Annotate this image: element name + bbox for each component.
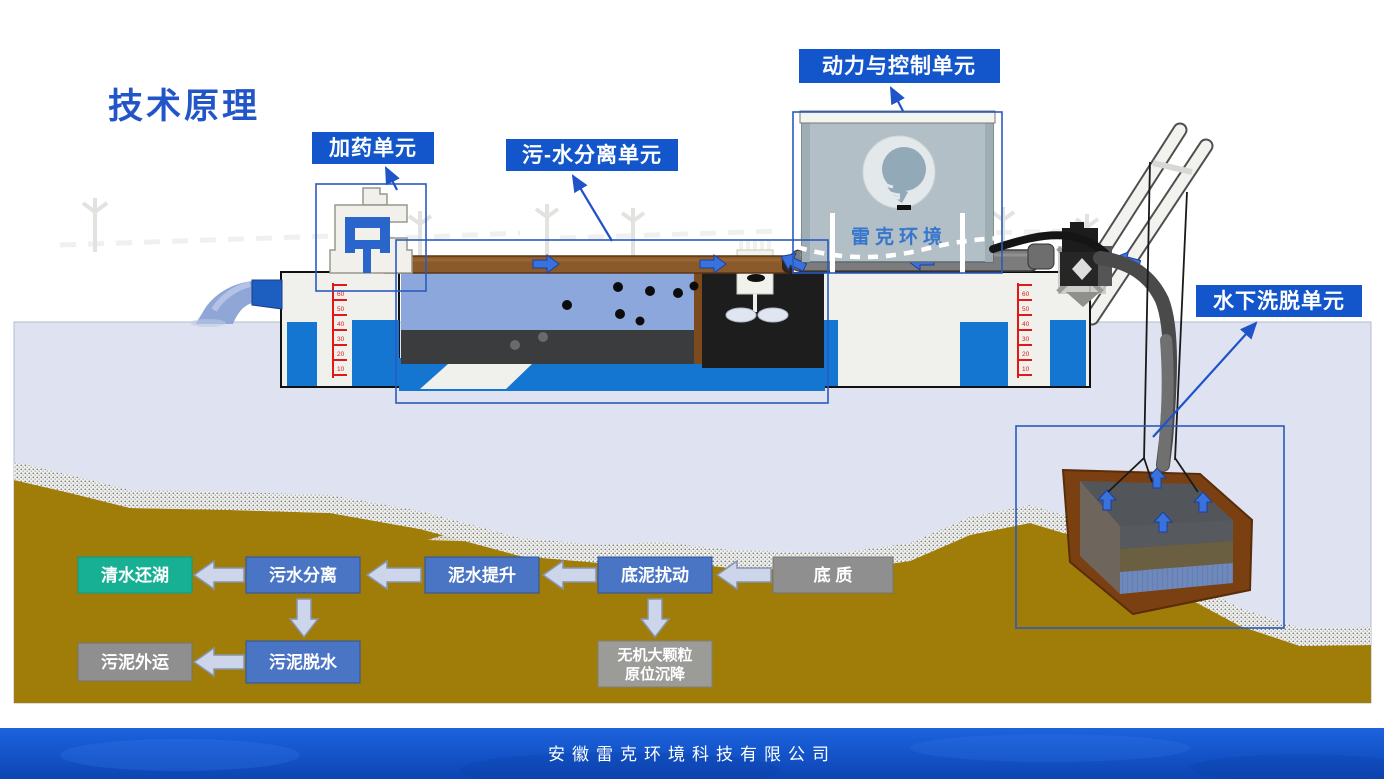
clean-water-outlet — [190, 279, 283, 327]
svg-text:50: 50 — [1022, 306, 1030, 313]
callout-leaders — [385, 86, 1258, 438]
hull-highlight — [420, 364, 532, 389]
svg-text:无机大颗粒: 无机大颗粒 — [616, 646, 692, 664]
frame-power-unit — [792, 111, 1003, 274]
flow-box-clean-water: 清水还湖 — [77, 556, 193, 594]
flow-arrows — [192, 559, 772, 678]
pontoon — [287, 322, 317, 386]
label-separation-unit: 污-水分离单元 — [506, 139, 678, 171]
svg-text:水下洗脱单元: 水下洗脱单元 — [1213, 289, 1345, 313]
svg-text:泥水提升: 泥水提升 — [448, 565, 516, 585]
svg-text:30: 30 — [337, 336, 345, 343]
svg-text:40: 40 — [337, 321, 345, 328]
floc-particles — [510, 281, 699, 350]
control-cabin: 雷克环境 — [796, 110, 1004, 273]
svg-text:原位沉降: 原位沉降 — [625, 665, 686, 683]
separation-tank — [401, 241, 824, 368]
flow-box-sludge-out: 污泥外运 — [77, 642, 193, 682]
lifting-cables — [1107, 161, 1199, 493]
depth-ruler-right: 60 50 40 30 20 10 — [1017, 283, 1032, 378]
svg-text:60: 60 — [1022, 291, 1030, 298]
pontoon — [352, 320, 399, 386]
svg-text:50: 50 — [337, 306, 345, 313]
svg-text:底泥扰动: 底泥扰动 — [621, 565, 689, 585]
label-dosing-unit: 加药单元 — [312, 132, 434, 164]
svg-text:底 质: 底 质 — [814, 565, 853, 585]
label-power-unit: 动力与控制单元 — [799, 49, 1000, 83]
flow-box-sediment-stir: 底泥扰动 — [597, 556, 713, 594]
flow-box-sludge-dewater: 污泥脱水 — [245, 640, 361, 684]
pontoon — [1050, 320, 1086, 386]
svg-text:20: 20 — [337, 351, 345, 358]
company-name: 安徽雷克环境科技有限公司 — [548, 745, 836, 764]
cabin-brand: 雷克环境 — [851, 225, 947, 248]
dredge-hose — [989, 231, 1177, 472]
svg-text:10: 10 — [1022, 366, 1030, 373]
flow-box-mud-lift: 泥水提升 — [424, 556, 540, 594]
dosing-machine — [329, 187, 413, 274]
svg-text:污泥脱水: 污泥脱水 — [269, 652, 338, 672]
svg-text:动力与控制单元: 动力与控制单元 — [822, 54, 976, 78]
upwash-arrows — [1096, 467, 1214, 533]
depth-ruler-left: 60 50 40 30 20 10 — [332, 283, 347, 378]
flow-box-sewage-separation: 污水分离 — [245, 556, 361, 594]
svg-text:30: 30 — [1022, 336, 1030, 343]
svg-text:40: 40 — [1022, 321, 1030, 328]
frame-underwater-unit — [1015, 425, 1285, 629]
flow-box-particles-settle: 无机大颗粒 原位沉降 — [597, 640, 713, 688]
label-underwater-unit: 水下洗脱单元 — [1196, 285, 1362, 317]
page-title: 技术原理 — [108, 87, 260, 126]
svg-text:加药单元: 加药单元 — [328, 136, 417, 160]
svg-text:污水分离: 污水分离 — [269, 565, 337, 585]
unit-labels: 加药单元 污-水分离单元 动力与控制单元 水下洗脱单元 — [312, 49, 1362, 317]
flow-box-substrate: 底 质 — [772, 556, 894, 594]
leike-logo — [862, 135, 936, 210]
svg-text:60: 60 — [337, 291, 345, 298]
footer-bar: 安徽雷克环境科技有限公司 — [0, 728, 1384, 779]
svg-text:污-水分离单元: 污-水分离单元 — [522, 143, 662, 167]
underwater-washing-unit — [1061, 467, 1254, 616]
svg-text:污泥外运: 污泥外运 — [101, 652, 169, 672]
svg-text:清水还湖: 清水还湖 — [101, 565, 169, 585]
pontoon — [960, 322, 1008, 386]
settled-particle-mound — [585, 545, 715, 558]
svg-text:20: 20 — [1022, 351, 1030, 358]
process-flowchart: 清水还湖 污水分离 泥水提升 底泥扰动 底 质 污泥外运 污泥脱水 无机大颗粒 — [77, 556, 894, 688]
frame-dosing-unit — [315, 183, 427, 292]
svg-text:10: 10 — [337, 366, 345, 373]
settled-particle-mound-2 — [428, 532, 515, 543]
